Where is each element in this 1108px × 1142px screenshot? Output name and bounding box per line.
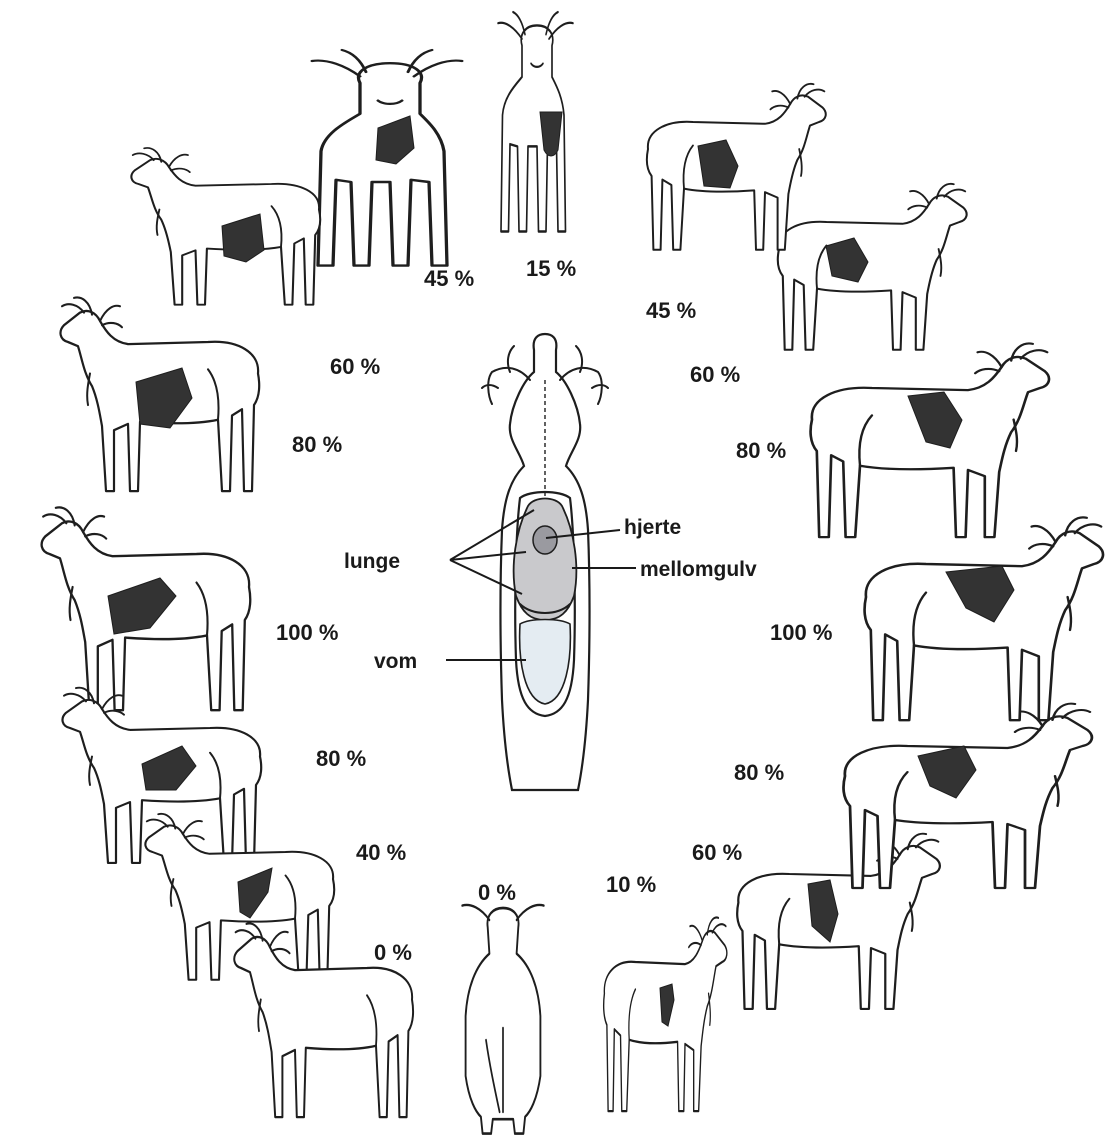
moose-right bbox=[865, 517, 1103, 720]
pct-label: 60 % bbox=[690, 362, 740, 387]
pct-label: 15 % bbox=[526, 256, 576, 281]
moose-right-lower bbox=[844, 704, 1092, 888]
rumen-area bbox=[520, 620, 571, 705]
label-hjerte: hjerte bbox=[624, 516, 681, 539]
pct-label: 10 % bbox=[606, 872, 656, 897]
pct-label: 60 % bbox=[692, 840, 742, 865]
moose-upper-left bbox=[131, 148, 320, 305]
pct-label: 80 % bbox=[292, 432, 342, 457]
moose-icon bbox=[844, 704, 1092, 888]
pct-label: 80 % bbox=[736, 438, 786, 463]
moose-top-left bbox=[312, 50, 462, 266]
moose-icon bbox=[737, 834, 940, 1009]
moose-icon bbox=[865, 517, 1103, 720]
pct-label: 60 % bbox=[330, 354, 380, 379]
moose-icon bbox=[462, 905, 544, 1134]
pct-label: 45 % bbox=[424, 266, 474, 291]
moose-bottom-right bbox=[604, 918, 727, 1112]
moose-lower-right bbox=[737, 834, 940, 1009]
moose-upper-right bbox=[778, 184, 967, 350]
label-vom: vom bbox=[374, 650, 417, 673]
moose-icon bbox=[498, 12, 573, 232]
pct-label: 100 % bbox=[770, 620, 832, 645]
moose-icon bbox=[778, 184, 967, 350]
pct-label: 40 % bbox=[356, 840, 406, 865]
anatomy-top-view bbox=[482, 334, 608, 790]
heart-area bbox=[533, 526, 557, 554]
pct-label: 0 % bbox=[478, 880, 516, 905]
label-mellomgulv: mellomgulv bbox=[640, 558, 757, 581]
moose-rear-bottom bbox=[462, 905, 544, 1134]
pct-label: 45 % bbox=[646, 298, 696, 323]
pct-label: 80 % bbox=[316, 746, 366, 771]
pct-label: 100 % bbox=[276, 620, 338, 645]
leader-lunge-3 bbox=[450, 560, 522, 594]
moose-right-upper bbox=[811, 344, 1049, 538]
pct-label: 0 % bbox=[374, 940, 412, 965]
pct-label: 80 % bbox=[734, 760, 784, 785]
moose-front-top bbox=[498, 12, 573, 232]
label-lunge: lunge bbox=[344, 550, 400, 573]
moose-left bbox=[42, 507, 251, 710]
moose-left-upper bbox=[61, 298, 260, 492]
